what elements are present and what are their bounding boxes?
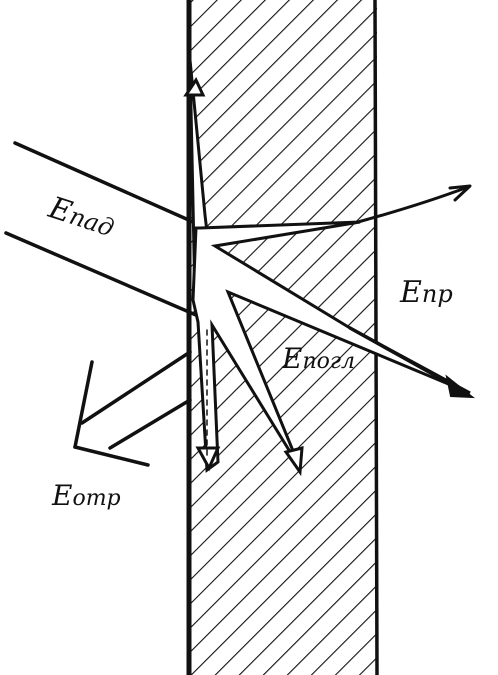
label-reflected: Eотр (51, 479, 121, 512)
incident-beam-lower-line (4, 231, 198, 317)
wall-right-edge (373, 0, 379, 675)
transmitted-ray-lower-arrowhead (445, 374, 476, 399)
ray-star (183, 59, 471, 473)
absorbed-arrowhead-left (195, 446, 221, 472)
incident-beam-upper-line (13, 141, 202, 227)
upward-ray-arrowhead (183, 76, 206, 97)
reflected-beam-bottom-bar (73, 445, 150, 467)
absorbed-arrowhead-right (283, 446, 304, 477)
label-incident-sub: пад (66, 202, 117, 243)
absorbed-arrowheads (195, 329, 304, 477)
reflected-beam-upper-line (80, 350, 192, 425)
transmitted-ray-lower-line (348, 326, 467, 394)
label-absorbed: Eпогл (281, 342, 355, 375)
reflected-beam (73, 350, 192, 467)
label-transmitted: Eпр (399, 275, 453, 310)
transmitted-ray-lower (348, 326, 476, 399)
svg-text:Eпад: Eпад (44, 190, 119, 244)
incident-beam (4, 141, 202, 317)
reflected-beam-left-bar (73, 360, 94, 449)
absorbed-and-transmitted-rays (191, 220, 471, 473)
transmitted-ray-upper (356, 184, 472, 224)
transmitted-ray-upper-arrowhead (448, 184, 472, 202)
label-incident: Eпад (44, 190, 119, 244)
transmitted-ray-upper-line (356, 185, 470, 224)
reflected-beam-lower-line (108, 398, 192, 450)
